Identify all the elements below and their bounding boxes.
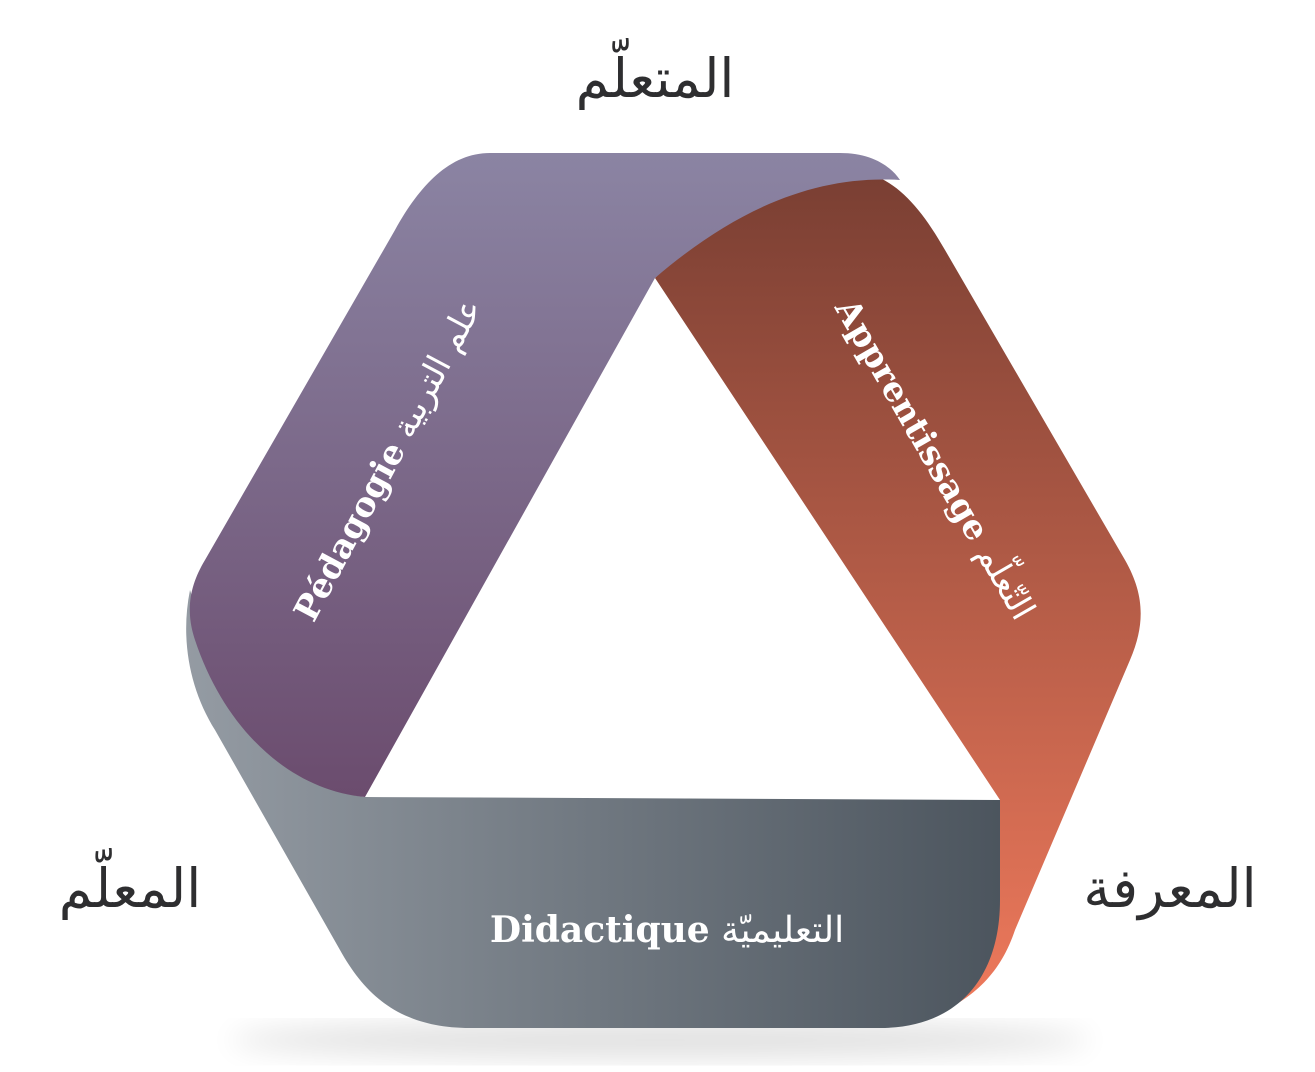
band-shadow <box>230 1022 1090 1058</box>
band-right <box>655 176 1141 1023</box>
corner-label-learner: المتعلّم <box>575 47 735 110</box>
band-bottom <box>186 590 1000 1028</box>
band-bottom-label: Didactique التعليميّة <box>490 909 844 951</box>
band-left <box>189 153 900 797</box>
corner-label-teacher: المعلّم <box>58 857 202 920</box>
corner-label-knowledge: المعرفة <box>1083 857 1257 920</box>
